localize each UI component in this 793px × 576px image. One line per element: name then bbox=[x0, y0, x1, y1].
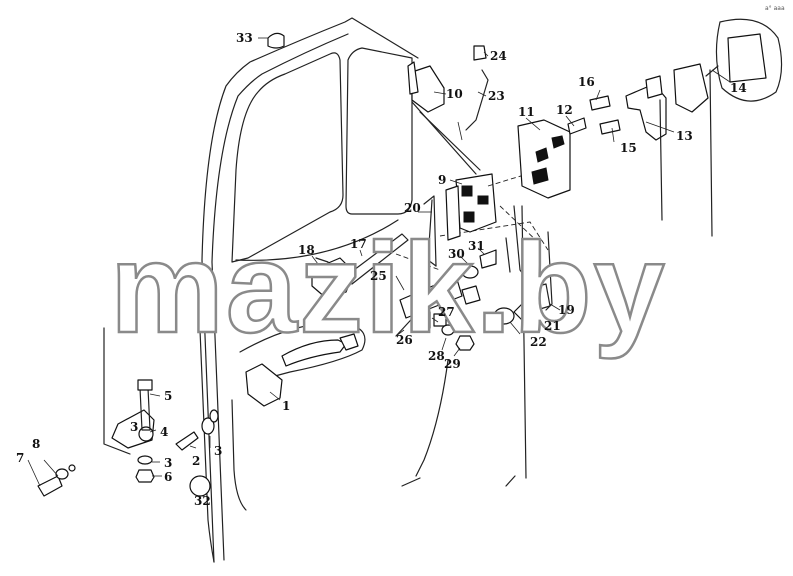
callout-3a: 3 bbox=[214, 444, 222, 458]
callout-13: 13 bbox=[676, 129, 693, 143]
callout-14: 14 bbox=[730, 81, 747, 95]
callout-10: 10 bbox=[446, 87, 463, 101]
callout-12: 12 bbox=[556, 103, 573, 117]
callout-15: 15 bbox=[620, 141, 637, 155]
callout-labels: 1 2 3 3 3 4 5 6 7 8 9 10 11 12 13 14 15 … bbox=[16, 31, 747, 508]
callout-7: 7 bbox=[16, 451, 24, 465]
callout-2: 2 bbox=[192, 454, 200, 468]
callout-16: 16 bbox=[578, 75, 595, 89]
callout-6: 6 bbox=[164, 470, 172, 484]
leader-lines bbox=[27, 37, 731, 497]
callout-29: 29 bbox=[444, 357, 461, 371]
callout-8: 8 bbox=[32, 437, 40, 451]
striker-assembly bbox=[407, 18, 783, 237]
callout-11: 11 bbox=[518, 105, 535, 119]
callout-3c: 3 bbox=[130, 420, 138, 434]
callout-21: 21 bbox=[544, 319, 561, 333]
callout-24: 24 bbox=[490, 49, 507, 63]
callout-31: 31 bbox=[468, 239, 485, 253]
lock-mechanism bbox=[411, 101, 561, 241]
callout-19: 19 bbox=[558, 303, 575, 317]
linkage bbox=[311, 195, 551, 351]
callout-20: 20 bbox=[404, 201, 421, 215]
callout-33: 33 bbox=[236, 31, 253, 45]
callout-22: 22 bbox=[530, 335, 547, 349]
callout-3b: 3 bbox=[164, 456, 172, 470]
callout-30: 30 bbox=[448, 247, 465, 261]
callout-17: 17 bbox=[350, 237, 367, 251]
callout-5: 5 bbox=[164, 389, 172, 403]
corner-mark: а° ааа bbox=[765, 5, 785, 12]
door-outline bbox=[199, 17, 527, 563]
callout-28: 28 bbox=[428, 349, 445, 363]
callout-1: 1 bbox=[282, 399, 290, 413]
callout-4: 4 bbox=[160, 425, 168, 439]
callout-23: 23 bbox=[488, 89, 505, 103]
callout-27: 27 bbox=[438, 305, 455, 319]
callout-18: 18 bbox=[298, 243, 315, 257]
callout-9: 9 bbox=[438, 173, 446, 187]
callout-26: 26 bbox=[396, 333, 413, 347]
hinge-assembly bbox=[37, 327, 219, 497]
callout-25: 25 bbox=[370, 269, 387, 283]
watermark: mazik.by bbox=[110, 217, 667, 360]
outside-handle bbox=[231, 322, 366, 511]
cap bbox=[267, 32, 285, 49]
callout-32: 32 bbox=[194, 494, 211, 508]
rods bbox=[427, 199, 553, 311]
